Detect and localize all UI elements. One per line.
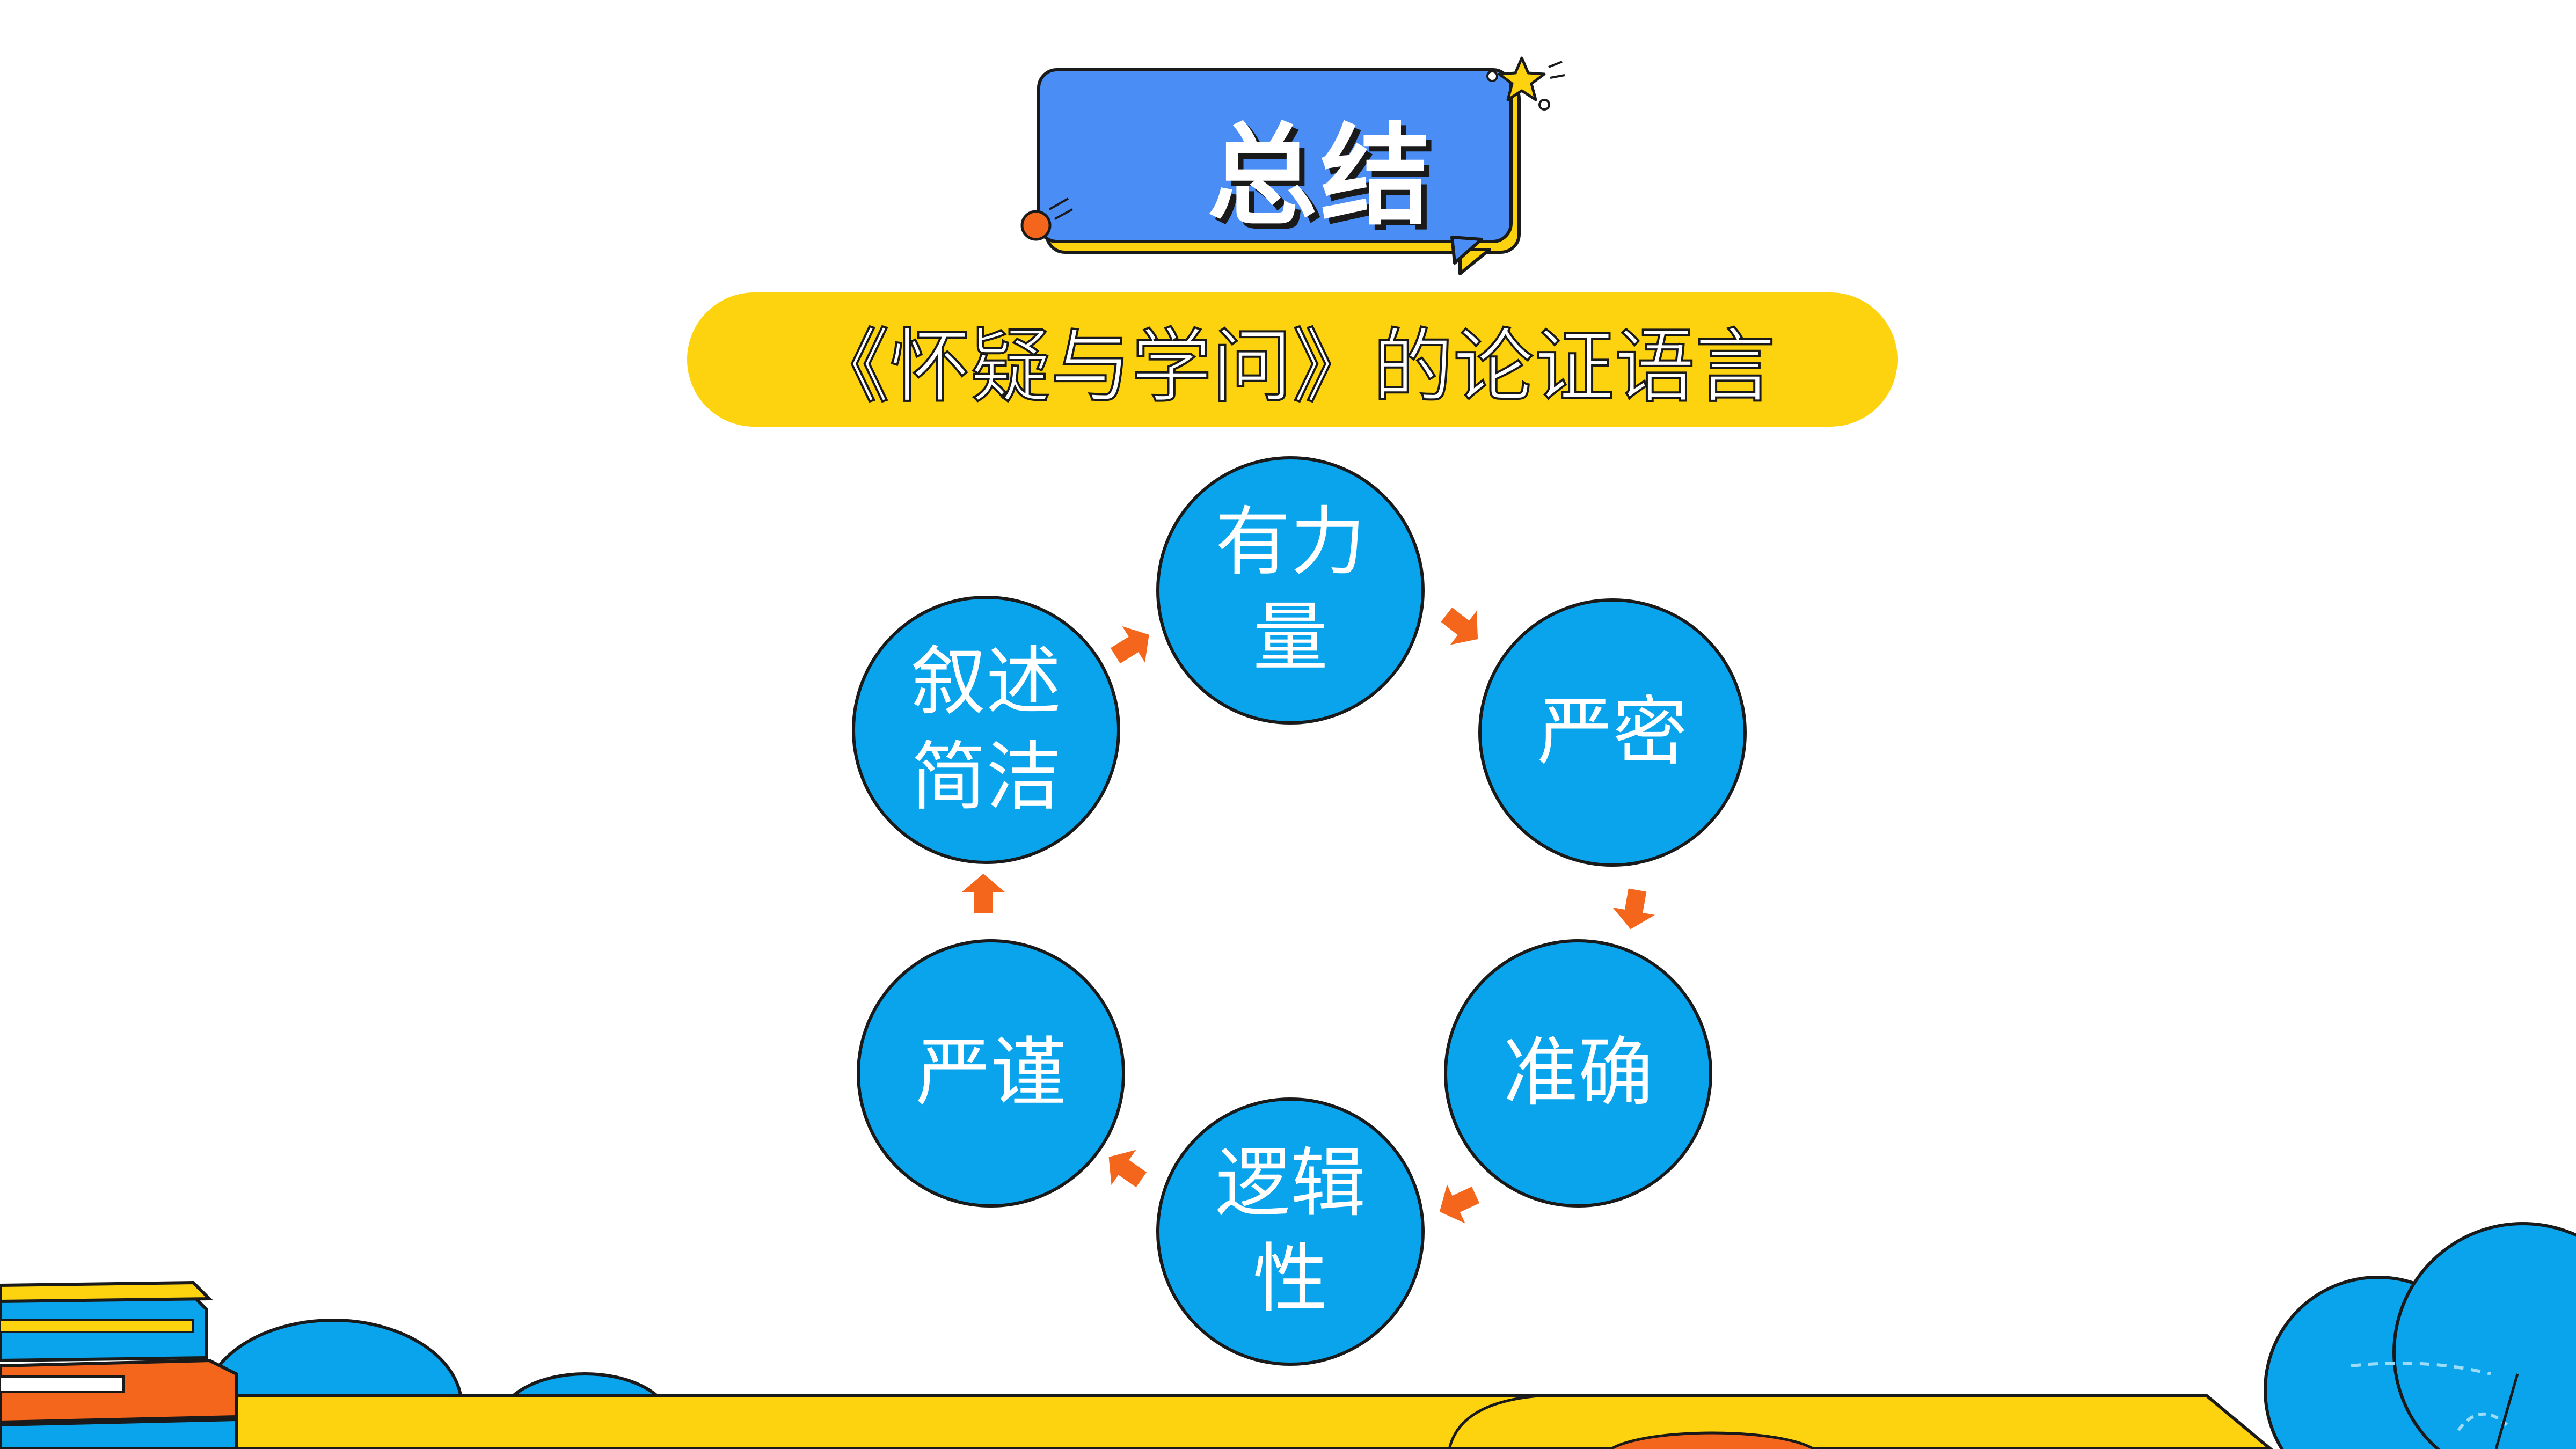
node-label: 逻辑性	[1215, 1140, 1366, 1323]
subtitle: 《怀疑与学问》的论证语言	[808, 319, 1776, 415]
book-stack	[0, 1280, 238, 1449]
arrow-6-icon	[1104, 616, 1161, 674]
arrow-5-icon	[962, 874, 1005, 913]
node-label: 准确	[1502, 1029, 1653, 1117]
node-yanmi: 严密	[1478, 598, 1747, 867]
orange-disc	[1609, 1431, 1816, 1449]
node-yanjin: 严谨	[857, 939, 1125, 1208]
node-label: 严密	[1537, 689, 1688, 776]
arrow-4-icon	[1096, 1139, 1154, 1198]
node-luojixing: 逻辑性	[1156, 1097, 1425, 1366]
dot-icon	[1020, 210, 1052, 241]
node-zhunque: 准确	[1444, 939, 1712, 1208]
arrow-1-icon	[1433, 597, 1491, 656]
node-label: 叙述简洁	[910, 638, 1061, 821]
node-label: 严谨	[915, 1029, 1066, 1117]
title-box	[1020, 56, 1565, 275]
arrow-2-icon	[1609, 886, 1659, 933]
cloud-right	[2264, 1222, 2576, 1449]
page-title: 总结	[1207, 112, 1434, 240]
node-xushujianjie: 叙述简洁	[852, 596, 1120, 864]
node-label: 有力量	[1215, 499, 1366, 682]
star-icon	[1498, 56, 1546, 101]
arrow-3-icon	[1431, 1175, 1485, 1232]
node-youliliang: 有力量	[1156, 456, 1425, 724]
subtitle-pill	[687, 292, 1898, 427]
